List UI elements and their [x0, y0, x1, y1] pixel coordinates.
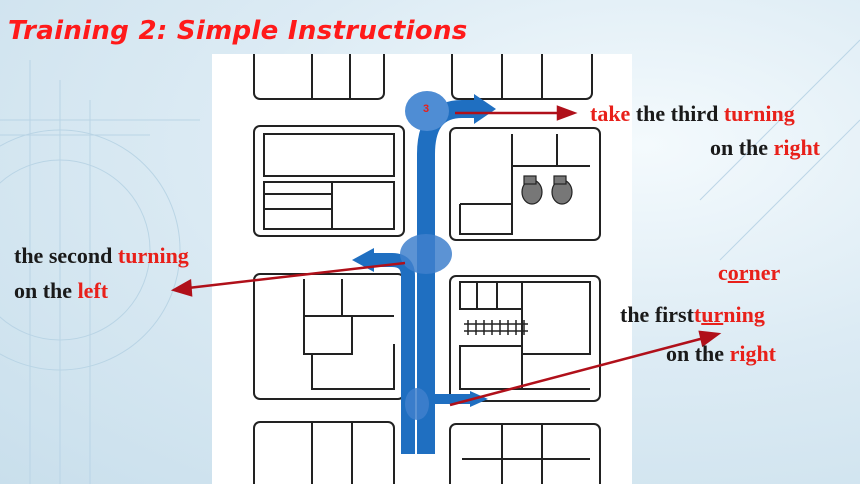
- page-title: Training 2: Simple Instructions: [8, 16, 468, 46]
- instruction-second-left-line2: on the left: [14, 280, 108, 302]
- text-on-the: on the: [710, 135, 769, 160]
- instruction-third-right-line1: take the third turning: [590, 103, 795, 125]
- word-turning: turning: [117, 243, 189, 268]
- text-the-first: the first: [620, 302, 694, 327]
- word-left: left: [77, 278, 109, 303]
- step-3-marker: [405, 91, 449, 131]
- word-right: right: [729, 341, 777, 366]
- word-turning: turning: [723, 101, 795, 126]
- text-on-the: on the: [666, 341, 725, 366]
- toilet-icon: [521, 175, 573, 205]
- building-block: [253, 125, 405, 237]
- text-the-third: the third: [635, 101, 719, 126]
- step-marker-number: 3: [423, 103, 430, 115]
- word-right: right: [773, 135, 821, 160]
- word-turning: turning: [693, 302, 765, 327]
- instruction-first-right-line1: the firstturning: [620, 304, 765, 326]
- word-take: take: [590, 101, 631, 126]
- instruction-third-right-line2: on the right: [710, 137, 820, 159]
- street-map: [212, 54, 632, 484]
- text-on-the: on the: [14, 278, 73, 303]
- instruction-first-right-line2: on the right: [666, 343, 776, 365]
- text-the-second: the second: [14, 243, 113, 268]
- word-corner: corner: [718, 260, 781, 285]
- instruction-second-left-line1: the second turning: [14, 245, 189, 267]
